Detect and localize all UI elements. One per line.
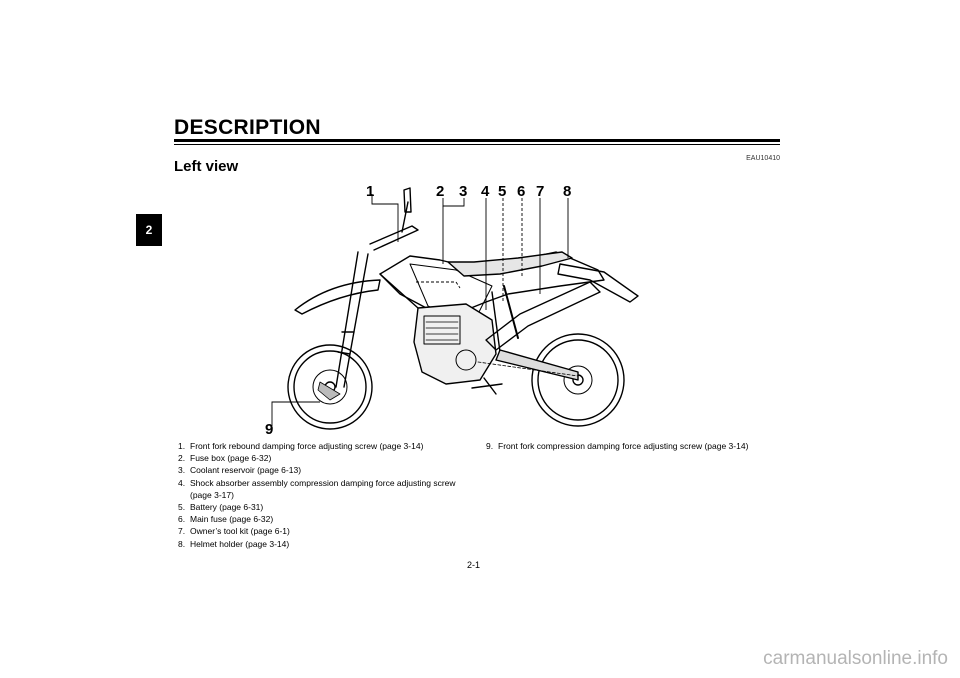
legend-item: 4.Shock absorber assembly compression da… [178,477,456,500]
reference-code: EAU10410 [746,155,780,162]
callout-6: 6 [517,183,525,200]
parts-legend-right: 9.Front fork compression damping force a… [486,440,786,452]
callout-5: 5 [498,183,506,200]
front-wheel [287,344,373,430]
legend-item: 8.Helmet holder (page 3-14) [178,538,290,549]
legend-item: 5.Battery (page 6-31) [178,502,264,513]
header-rule-thin [174,144,780,145]
legend-item: 1.Front fork rebound damping force adjus… [178,441,424,451]
callout-2: 2 [436,183,444,200]
parts-legend-left: 1.Front fork rebound damping force adjus… [178,440,478,550]
page-title: DESCRIPTION [174,116,321,139]
legend-item: 9.Front fork compression damping force a… [486,441,749,451]
chapter-tab: 2 [136,214,162,246]
motorcycle-left-view-illustration: 1 2 3 4 5 6 7 8 9 [265,183,639,438]
callout-8: 8 [563,183,571,200]
legend-item: 2.Fuse box (page 6-32) [178,453,272,464]
front-fork [335,251,369,388]
header-rule-thick [174,139,780,142]
legend-item: 6.Main fuse (page 6-32) [178,514,274,525]
site-watermark: carmanualsonline.info [763,648,948,669]
legend-item: 7.Owner’s tool kit (page 6-1) [178,526,290,537]
callout-3: 3 [459,183,467,200]
legend-item: 3.Coolant reservoir (page 6-13) [178,465,302,476]
subsection-title: Left view [174,158,239,175]
callout-1: 1 [366,183,374,200]
page-number: 2-1 [467,560,481,570]
callout-9: 9 [265,421,273,438]
engine [413,303,497,385]
callout-7: 7 [536,183,544,200]
callout-4: 4 [481,183,490,200]
